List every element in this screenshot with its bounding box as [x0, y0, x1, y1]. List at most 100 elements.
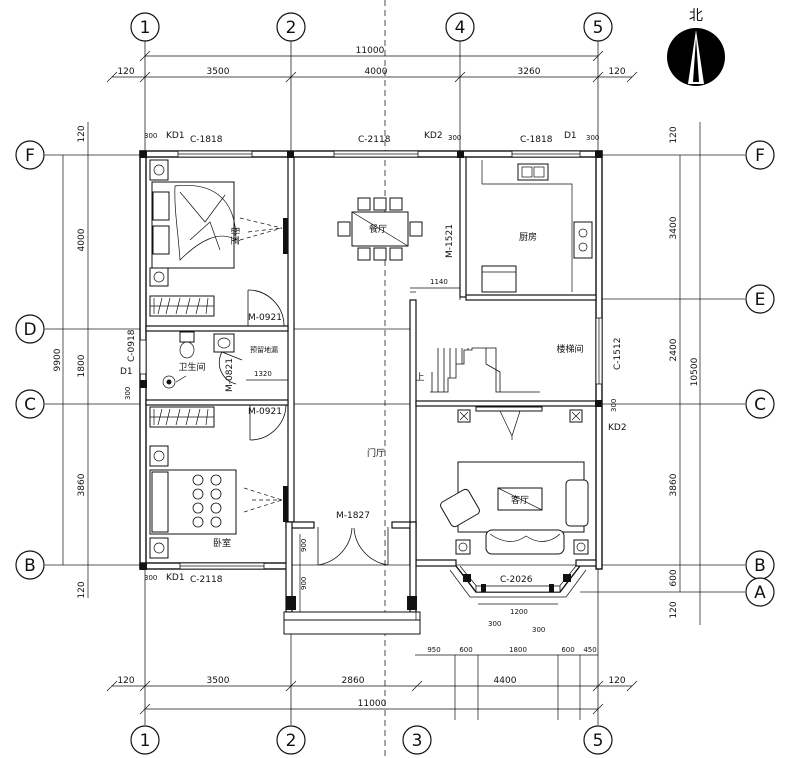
room-kitchen: 厨房 [519, 231, 537, 243]
svg-text:1140: 1140 [430, 278, 448, 286]
svg-text:300: 300 [532, 626, 545, 634]
svg-text:900: 900 [300, 539, 308, 552]
label-d1-top: D1 [564, 131, 577, 141]
svg-text:2: 2 [286, 18, 297, 38]
svg-text:120: 120 [608, 67, 625, 77]
svg-text:120: 120 [77, 125, 87, 142]
room-living: 客厅 [511, 494, 529, 506]
svg-text:600: 600 [561, 646, 574, 654]
svg-text:11000: 11000 [356, 46, 385, 56]
svg-text:1800: 1800 [509, 646, 527, 654]
svg-text:4000: 4000 [365, 67, 388, 77]
svg-text:120: 120 [77, 581, 87, 598]
svg-text:3500: 3500 [207, 67, 230, 77]
svg-text:300: 300 [488, 620, 501, 628]
room-stair: 楼梯间 [556, 343, 583, 355]
svg-text:3500: 3500 [207, 676, 230, 686]
svg-text:120: 120 [608, 676, 625, 686]
axis-bubble-4-top: 4 [445, 12, 475, 42]
svg-text:300: 300 [610, 399, 618, 412]
label-m1521: M-1521 [445, 224, 455, 258]
svg-text:1800: 1800 [77, 354, 87, 377]
svg-text:B: B [24, 556, 36, 576]
svg-text:3: 3 [412, 731, 423, 751]
svg-text:450: 450 [583, 646, 596, 654]
axis-bubble-E-right: E [745, 284, 775, 314]
axis-bubbles: 1 2 4 5 1 2 3 5 F D C B F E C B A [15, 12, 775, 755]
svg-text:600: 600 [669, 569, 679, 586]
right-dimensions: 120 3400 2400 3860 600 120 10500 [669, 122, 701, 625]
axis-bubble-2-bottom: 2 [276, 725, 306, 755]
left-dimensions: 9900 120 4000 1800 3860 120 [53, 122, 89, 599]
axis-bubble-1-bottom: 1 [130, 725, 160, 755]
axis-bubble-5-bottom: 5 [583, 725, 613, 755]
furniture [149, 159, 593, 559]
svg-text:3400: 3400 [669, 216, 679, 239]
svg-text:F: F [25, 146, 35, 166]
svg-text:2: 2 [286, 731, 297, 751]
room-bedroom1: 卧室 [229, 227, 241, 245]
svg-text:1: 1 [140, 18, 151, 38]
axis-bubble-B-left: B [15, 550, 45, 580]
grid-lines [45, 0, 745, 758]
axis-bubble-3-bottom: 3 [402, 725, 432, 755]
floor-drain-label: 预留地漏 [250, 345, 278, 354]
label-c1818-left: C-1818 [190, 135, 223, 145]
label-c1818-right: C-1818 [520, 135, 553, 145]
label-c2118-bottom: C-2118 [190, 575, 223, 585]
svg-text:4: 4 [455, 18, 466, 38]
svg-text:10500: 10500 [690, 357, 700, 386]
svg-text:9900: 9900 [53, 348, 63, 371]
svg-text:120: 120 [669, 601, 679, 618]
svg-text:3860: 3860 [77, 473, 87, 496]
svg-text:F: F [755, 146, 765, 166]
axis-bubble-F-right: F [745, 140, 775, 170]
axis-bubble-1-top: 1 [130, 12, 160, 42]
axis-bubble-B-right: B [745, 550, 775, 580]
svg-text:4000: 4000 [77, 228, 87, 251]
windows [139, 150, 603, 598]
room-dining: 餐厅 [369, 223, 387, 235]
axis-bubble-D-left: D [15, 314, 45, 344]
label-kd1-top: KD1 [166, 131, 185, 141]
svg-text:600: 600 [459, 646, 472, 654]
svg-text:950: 950 [427, 646, 440, 654]
axis-bubble-F-left: F [15, 140, 45, 170]
svg-text:5: 5 [593, 731, 604, 751]
axis-bubble-C-right: C [745, 389, 775, 419]
svg-text:D: D [23, 320, 36, 340]
svg-text:300: 300 [124, 387, 132, 400]
svg-text:300: 300 [448, 134, 461, 142]
opening-labels: KD1 C-1818 C-2118 KD2 C-1818 D1 M-1521 M… [120, 131, 627, 585]
label-c2118-top: C-2118 [358, 135, 391, 145]
label-kd2-top: KD2 [424, 131, 443, 141]
svg-text:C: C [24, 395, 36, 415]
doors [218, 287, 460, 566]
top-dimensions: 11000 120 3500 4000 3260 120 [106, 46, 638, 83]
axis-bubble-2-top: 2 [276, 12, 306, 42]
svg-text:120: 120 [117, 67, 134, 77]
label-c0918: C-0918 [127, 329, 137, 362]
axis-bubble-5-top: 5 [583, 12, 613, 42]
label-kd1-bottom: KD1 [166, 573, 185, 583]
axis-bubble-C-left: C [15, 389, 45, 419]
svg-text:120: 120 [117, 676, 134, 686]
room-bathroom: 卫生间 [178, 361, 205, 373]
label-kd2-right: KD2 [608, 423, 627, 433]
svg-text:2400: 2400 [669, 338, 679, 361]
svg-text:B: B [754, 556, 766, 576]
room-bedroom2: 卧室 [213, 537, 231, 549]
svg-text:5: 5 [593, 18, 604, 38]
label-m0921-a: M-0921 [248, 313, 282, 323]
svg-text:A: A [754, 583, 766, 603]
svg-text:1320: 1320 [254, 370, 272, 378]
label-m1827: M-1827 [336, 511, 370, 521]
bottom-dimensions: 120 3500 2860 4400 120 11000 950 600 180… [106, 646, 638, 720]
svg-text:2860: 2860 [342, 676, 365, 686]
label-m0821: M-0821 [225, 358, 235, 392]
label-d1-left: D1 [120, 367, 133, 377]
svg-text:300: 300 [144, 132, 157, 140]
inner-dimensions: 1140 1320 1200 300 300 300 300 300 300 3… [124, 132, 618, 634]
room-hall: 门厅 [367, 447, 385, 459]
